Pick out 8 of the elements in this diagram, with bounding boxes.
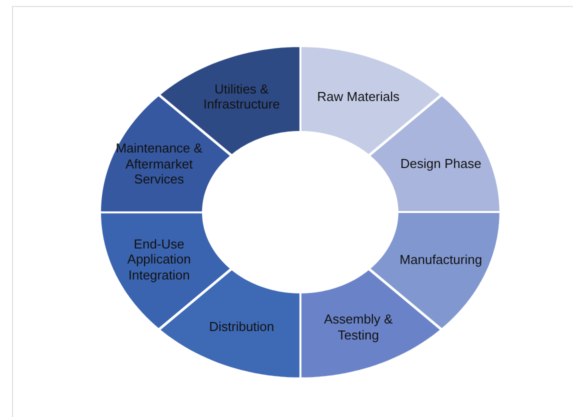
segment-label: Design Phase — [399, 156, 482, 172]
segment-label: Maintenance & Aftermarket Services — [114, 140, 204, 188]
segment-label: End-Use Application Integration — [126, 236, 192, 284]
segment-label: Distribution — [208, 320, 276, 336]
segment-label: Manufacturing — [398, 252, 484, 268]
segment-label: Assembly & Testing — [323, 312, 394, 344]
segment-label: Raw Materials — [316, 88, 401, 104]
segment-label: Utilities & Infrastructure — [202, 80, 281, 112]
